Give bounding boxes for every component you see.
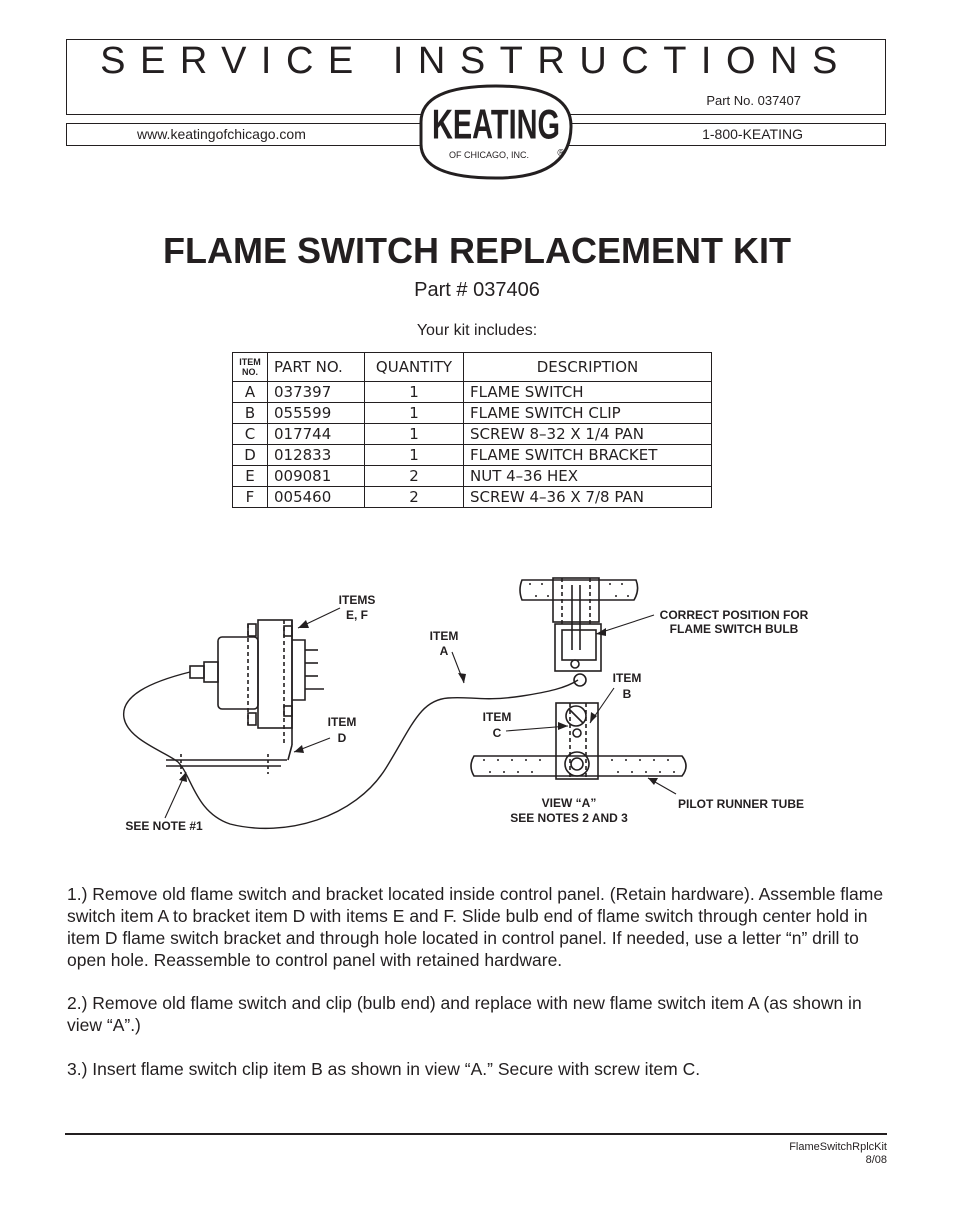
capillary-tube: [123, 671, 579, 830]
item-a-label-line2: A: [440, 644, 449, 658]
arrow-heads: [179, 620, 658, 785]
item-cell: F: [232, 486, 268, 508]
pilot-runner-tube-drawing: [470, 702, 687, 780]
website-link[interactable]: www.keatingofchicago.com: [137, 126, 306, 142]
description-header: DESCRIPTION: [463, 352, 712, 382]
description-cell: FLAME SWITCH: [463, 381, 712, 403]
item-cell: B: [232, 402, 268, 424]
pilot-runner-tube-label: PILOT RUNNER TUBE: [678, 797, 804, 811]
installation-diagram: ITEMS E, F ITEM A ITEM D CORRECT POSITIO…: [123, 577, 809, 833]
phone-number: 1-800-KEATING: [702, 126, 803, 142]
item-b-label-line2: B: [623, 687, 632, 701]
item-cell: E: [232, 465, 268, 487]
items-ef-label-line2: E, F: [346, 608, 368, 622]
item-b-label-line1: ITEM: [613, 671, 642, 685]
registered-mark: ®: [557, 148, 565, 159]
quantity-header: QUANTITY: [364, 352, 464, 382]
logo-wordmark: KEATING: [432, 102, 560, 148]
footer-date: 8/08: [865, 1154, 887, 1166]
table-row: E 009081 2 NUT 4–36 HEX: [232, 465, 712, 487]
correct-position-label-line2: FLAME SWITCH BULB: [670, 622, 799, 636]
table-row: F 005460 2 SCREW 4–36 X 7/8 PAN: [232, 486, 712, 508]
flame-switch-bracket-drawing: [166, 619, 324, 774]
instruction-note-1: 1.) Remove old flame switch and bracket …: [67, 884, 884, 970]
burner-rail-top: [519, 577, 639, 687]
quantity-cell: 1: [364, 381, 464, 403]
quantity-cell: 1: [364, 423, 464, 445]
quantity-cell: 1: [364, 402, 464, 424]
table-row: C 017744 1 SCREW 8–32 X 1/4 PAN: [232, 423, 712, 445]
part-cell: 009081: [267, 465, 365, 487]
description-cell: SCREW 8–32 X 1/4 PAN: [463, 423, 712, 445]
quantity-cell: 1: [364, 444, 464, 466]
view-a-label-line2: SEE NOTES 2 AND 3: [510, 811, 628, 825]
page-title: FLAME SWITCH REPLACEMENT KIT: [163, 230, 791, 271]
table-row: A 037397 1 FLAME SWITCH: [232, 381, 712, 403]
quantity-cell: 2: [364, 486, 464, 508]
header-part-number: Part No. 037407: [706, 93, 801, 108]
service-instructions-heading: SERVICE INSTRUCTIONS: [100, 40, 852, 82]
instruction-note-2: 2.) Remove old flame switch and clip (bu…: [67, 993, 862, 1035]
description-cell: NUT 4–36 HEX: [463, 465, 712, 487]
kit-part-number: Part # 037406: [414, 279, 540, 301]
item-cell: D: [232, 444, 268, 466]
part-cell: 037397: [267, 381, 365, 403]
see-note-1-label: SEE NOTE #1: [125, 819, 203, 833]
part-cell: 005460: [267, 486, 365, 508]
item-cell: A: [232, 381, 268, 403]
part-no-header: PART NO.: [267, 352, 365, 382]
perforation-dots: [483, 583, 675, 773]
correct-position-label-line1: CORRECT POSITION FOR: [660, 608, 809, 622]
view-a-label-line1: VIEW “A”: [542, 796, 597, 810]
description-cell: FLAME SWITCH BRACKET: [463, 444, 712, 466]
part-cell: 017744: [267, 423, 365, 445]
item-c-label-line2: C: [493, 726, 502, 740]
part-cell: 055599: [267, 402, 365, 424]
item-a-label-line1: ITEM: [430, 629, 459, 643]
instruction-note-3: 3.) Insert flame switch clip item B as s…: [67, 1059, 701, 1079]
item-c-label-line1: ITEM: [483, 710, 512, 724]
footer-document-id: FlameSwitchRplcKit: [789, 1141, 887, 1153]
table-row: B 055599 1 FLAME SWITCH CLIP: [232, 402, 712, 424]
description-cell: FLAME SWITCH CLIP: [463, 402, 712, 424]
part-cell: 012833: [267, 444, 365, 466]
kit-includes-label: Your kit includes:: [416, 322, 538, 339]
keating-logo: KEATING OF CHICAGO, INC. ®: [419, 84, 573, 180]
description-cell: SCREW 4–36 X 7/8 PAN: [463, 486, 712, 508]
items-ef-label-line1: ITEMS: [339, 593, 376, 607]
table-row: D 012833 1 FLAME SWITCH BRACKET: [232, 444, 712, 466]
logo-subtitle: OF CHICAGO, INC.: [449, 150, 529, 160]
item-d-label-line2: D: [338, 731, 347, 745]
item-cell: C: [232, 423, 268, 445]
quantity-cell: 2: [364, 465, 464, 487]
footer-divider: [65, 1133, 887, 1135]
item-d-label-line1: ITEM: [328, 715, 357, 729]
